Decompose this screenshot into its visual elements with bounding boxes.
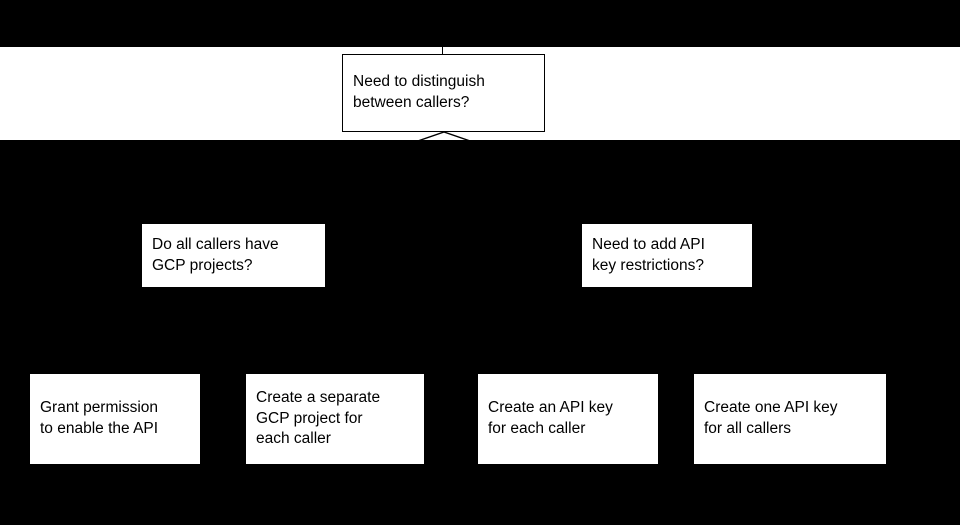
node-label: Create a separate GCP project for each c… — [256, 389, 381, 448]
node-label: Grant permission to enable the API — [40, 399, 159, 437]
node-label: Need to distinguish between callers? — [353, 73, 485, 111]
node-label: Do all callers have GCP projects? — [152, 235, 279, 274]
node-label: Need to add API key restrictions? — [592, 235, 705, 274]
node-create-an-api-key-for-each-caller[interactable]: Create an API key for each caller — [478, 374, 658, 464]
node-label: Create an API key for each caller — [488, 399, 613, 437]
root-bottom-chevron-icon — [415, 131, 473, 143]
node-create-one-api-key-for-all-callers[interactable]: Create one API key for all callers — [694, 374, 886, 464]
node-grant-permission-to-enable-the-api[interactable]: Grant permission to enable the API — [30, 374, 200, 464]
node-label: Create one API key for all callers — [704, 399, 838, 437]
node-need-to-add-api-key-restrictions[interactable]: Need to add API key restrictions? — [582, 224, 752, 287]
node-create-a-separate-gcp-project-for-each-caller[interactable]: Create a separate GCP project for each c… — [246, 374, 424, 464]
node-need-to-distinguish-between-callers[interactable]: Need to distinguish between callers? — [342, 54, 545, 132]
node-do-all-callers-have-gcp-projects[interactable]: Do all callers have GCP projects? — [142, 224, 325, 287]
root-top-connector-line — [442, 47, 443, 55]
